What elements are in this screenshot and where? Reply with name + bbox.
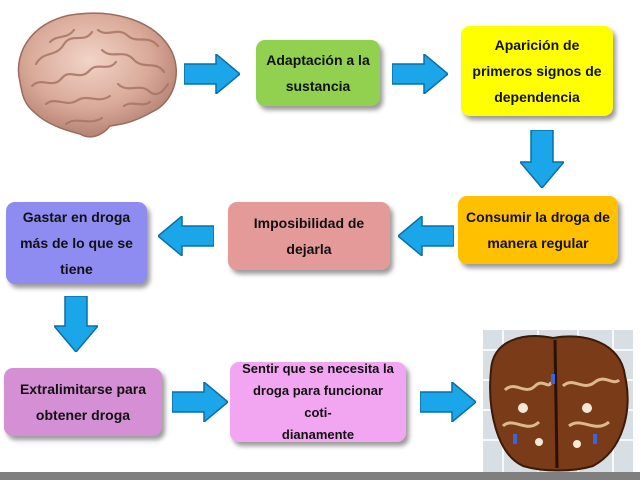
step-text-line: dependencia bbox=[494, 89, 580, 105]
step-text-line: sustancia bbox=[285, 78, 351, 94]
step-text-line: Extralimitarse para bbox=[19, 381, 147, 397]
step-text-line: tiene bbox=[60, 261, 93, 277]
step-text-line: primeros signos de bbox=[472, 63, 602, 79]
step-text-line: dejarla bbox=[286, 241, 332, 257]
arrow-right-icon bbox=[172, 382, 228, 422]
arrow-left-icon bbox=[398, 216, 454, 256]
step-text-line: Adaptación a la bbox=[266, 52, 370, 68]
step-extralimitarse: Extralimitarse para obtener droga bbox=[4, 368, 162, 436]
footer-bar bbox=[0, 472, 640, 480]
brain-image bbox=[17, 12, 177, 138]
step-text-line: obtener droga bbox=[35, 407, 131, 423]
arrow-down-icon bbox=[520, 130, 564, 188]
arrow-right-icon bbox=[184, 54, 240, 94]
step-adaptacion: Adaptación a la sustancia bbox=[256, 40, 380, 106]
step-aparicion: Aparición de primeros signos de dependenci… bbox=[461, 26, 613, 116]
step-text-line: dianamente bbox=[281, 427, 355, 442]
step-text-line: Imposibilidad de bbox=[253, 215, 365, 231]
step-text-line: más de lo que se bbox=[20, 235, 133, 251]
step-text-line: Aparición de bbox=[494, 37, 580, 53]
step-text-line: Sentir que se necesita la bbox=[242, 361, 394, 376]
step-consumir: Consumir la droga de manera regular bbox=[458, 196, 618, 264]
step-text-line: manera regular bbox=[487, 235, 589, 251]
arrow-right-icon bbox=[392, 54, 448, 94]
step-text-line: Gastar en droga bbox=[22, 209, 131, 225]
arrow-left-icon bbox=[158, 216, 214, 256]
arrow-down-icon bbox=[54, 296, 98, 352]
step-imposibilidad: Imposibilidad de dejarla bbox=[228, 202, 390, 270]
step-sentir: Sentir que se necesita la droga para func… bbox=[230, 361, 406, 442]
step-text-line: droga para funcionar coti- bbox=[252, 383, 384, 420]
step-gastar: Gastar en droga más de lo que se tiene bbox=[6, 202, 147, 284]
arrow-right-icon bbox=[420, 382, 476, 422]
step-text-line: Consumir la droga de bbox=[466, 209, 610, 225]
dissected-brain-image bbox=[483, 330, 633, 472]
